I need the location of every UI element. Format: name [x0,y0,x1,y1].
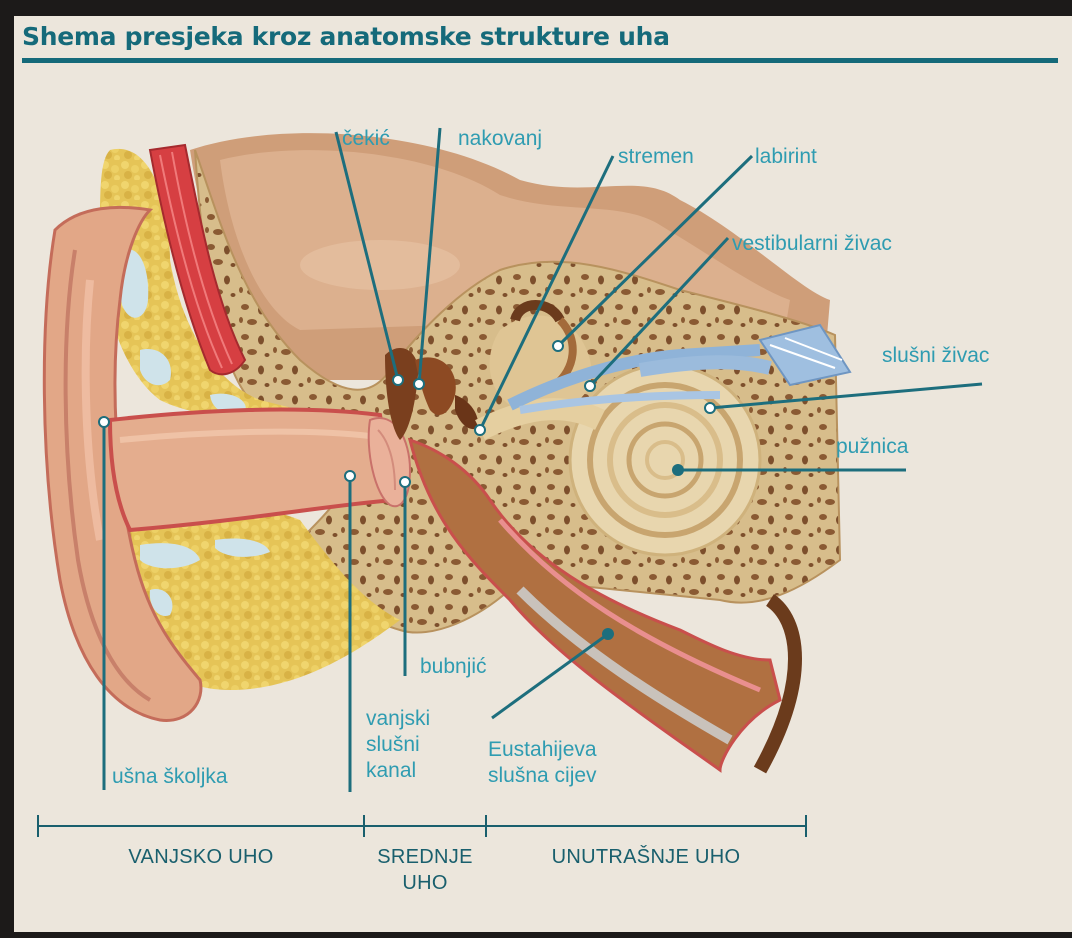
section-label-line: SREDNJE [364,844,486,870]
eustahijeva-dot [602,628,614,640]
label-line: vanjski [366,706,430,732]
puznica-dot [672,464,684,476]
label-cekic: čekić [342,126,390,152]
label-eustahijeva-slusna-cijev: Eustahijeva slušna cijev [488,737,597,789]
label-slusni-zivac: slušni živac [882,343,989,369]
label-bubnjic: bubnjić [420,654,487,680]
label-labirint: labirint [755,144,817,170]
label-line: kanal [366,758,430,784]
section-label-line: UHO [364,870,486,896]
label-nakovanj: nakovanj [458,126,542,152]
section-label-inner: UNUTRAŠNJE UHO [486,844,806,870]
label-vanjski-slusni-kanal: vanjski slušni kanal [366,706,430,784]
label-line: Eustahijeva [488,737,597,763]
section-label-outer: VANJSKO UHO [38,844,364,870]
label-puznica: pužnica [836,434,908,460]
section-label-middle: SREDNJE UHO [364,844,486,896]
label-vestibularni-zivac: vestibularni živac [732,231,892,257]
section-ruler [38,815,806,837]
label-line: slušni [366,732,430,758]
label-usna-skoljka: ušna školjka [112,764,228,790]
label-stremen: stremen [618,144,694,170]
label-line: slušna cijev [488,763,597,789]
